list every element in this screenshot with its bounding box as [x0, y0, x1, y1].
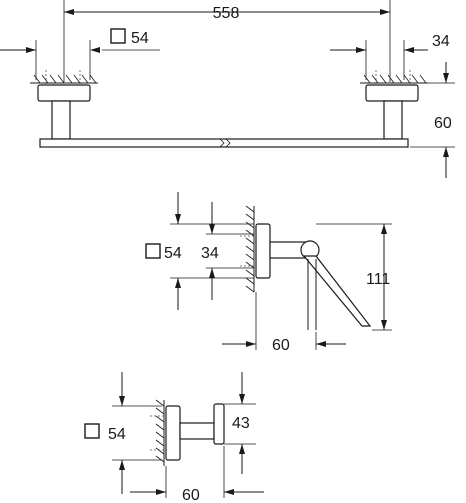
towel-bar-view: 558 54 [0, 0, 455, 178]
hook-view: 54 43 6 [84, 372, 264, 503]
dimension-34-label-top: 34 [432, 33, 450, 50]
dimension-558-label: 558 [213, 5, 240, 22]
paper-holder-depth-label: 60 [272, 337, 290, 354]
left-wall-mount [30, 70, 98, 140]
right-post [383, 100, 403, 140]
hook-square-label: 54 [108, 426, 126, 443]
dimension-558: 558 [63, 0, 391, 82]
hook-arm [179, 422, 215, 440]
hook-height-label: 43 [232, 415, 250, 432]
paper-holder-square-label: 54 [164, 245, 182, 262]
paper-holder-dimension-34: 34 [201, 202, 254, 300]
paper-holder-offset-label: 34 [201, 245, 219, 262]
right-wall-mount [360, 70, 428, 140]
paper-holder-dimension-60: 60 [222, 292, 346, 354]
hook-rosette [165, 405, 181, 461]
left-rosette [37, 84, 91, 102]
square-54-label: 54 [131, 30, 149, 47]
hook-wall [150, 399, 172, 466]
left-bracket-dimension [0, 40, 100, 80]
hook-depth-label: 60 [182, 487, 200, 503]
left-post [51, 100, 71, 140]
hook-dimension-43: 43 [224, 372, 256, 474]
paper-holder-roll-guard [302, 255, 372, 327]
square-symbol [84, 423, 100, 439]
square-symbol [145, 243, 161, 259]
paper-holder-wall [240, 205, 262, 293]
dimension-34-top: 34 [330, 33, 450, 80]
hook-dimension-60: 60 [130, 446, 264, 503]
square-symbol [110, 28, 126, 44]
paper-holder-rosette [255, 223, 271, 279]
right-rosette [365, 84, 419, 102]
dimension-60-label-top: 60 [434, 115, 452, 132]
hook-dimension-54: 54 [84, 372, 162, 494]
paper-holder-view: 54 34 [145, 192, 392, 354]
square-54-label-group: 54 [102, 28, 160, 51]
hook-head [213, 403, 225, 445]
towel-bar [39, 138, 409, 148]
paper-holder-dimension-111: 111 [316, 223, 392, 331]
paper-holder-dimension-54: 54 [145, 192, 254, 310]
dimension-60-top: 60 [410, 62, 455, 178]
paper-holder-height-label: 111 [366, 271, 390, 288]
